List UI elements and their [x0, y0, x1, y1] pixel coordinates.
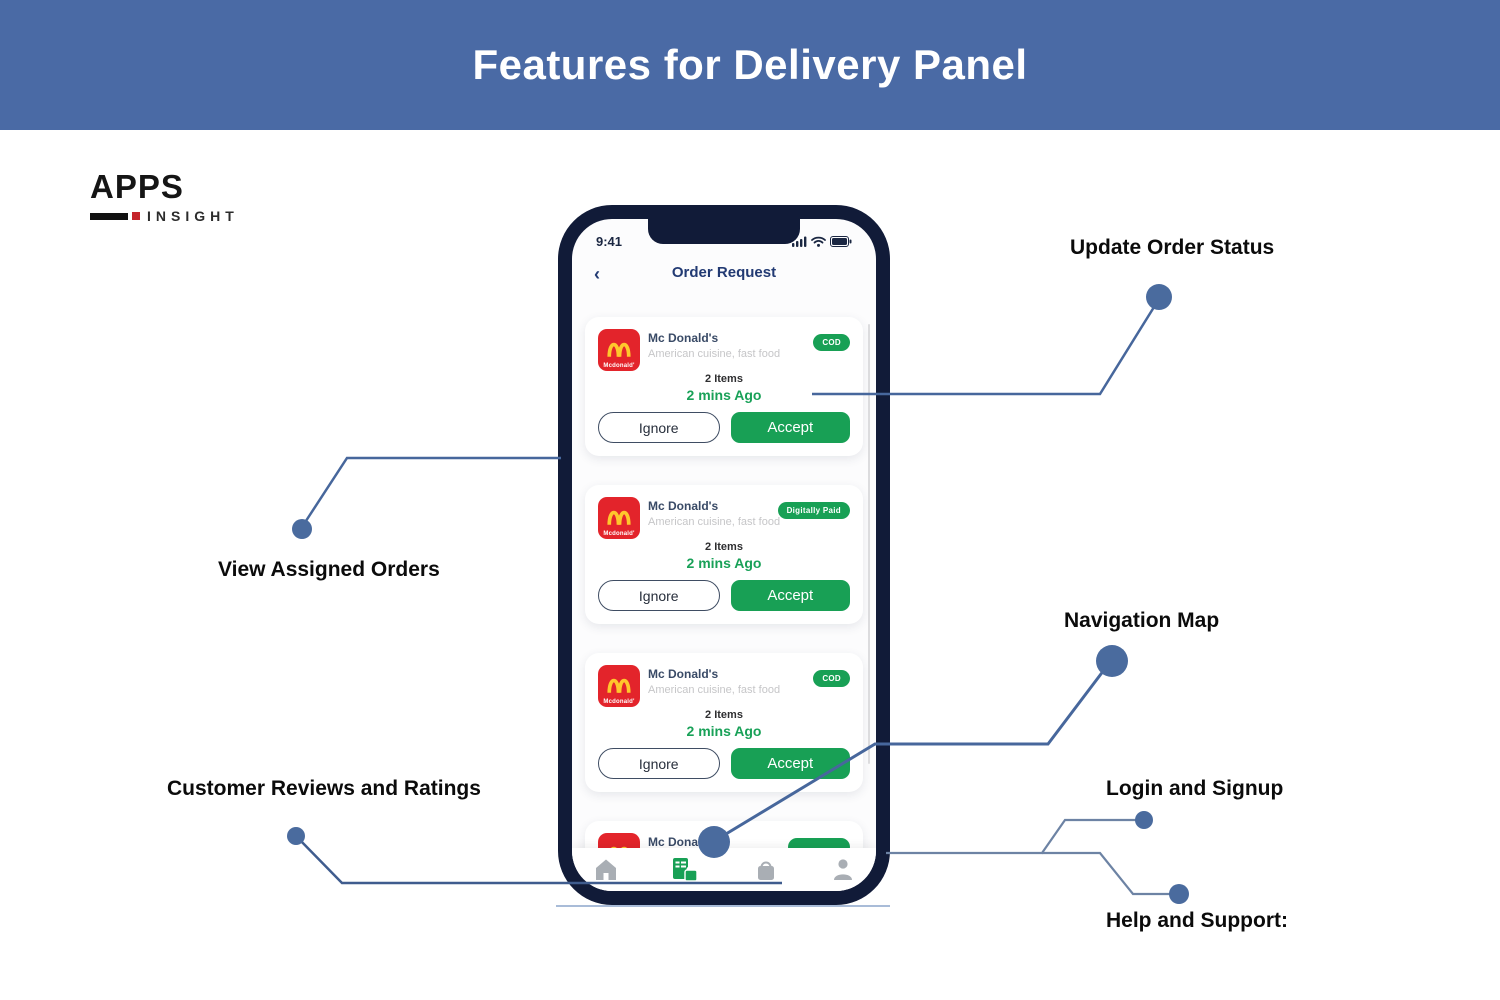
tab-bar — [572, 848, 876, 891]
restaurant-cuisine: American cuisine, fast food — [648, 684, 781, 696]
status-bar: 9:41 — [572, 219, 876, 249]
battery-icon — [830, 236, 852, 247]
mcdonalds-arches-icon — [607, 510, 631, 525]
restaurant-logo: Mcdonald' — [598, 665, 640, 707]
ignore-button[interactable]: Ignore — [598, 412, 720, 443]
order-card: Mcdonald' Mc Donald's American cuisine, … — [585, 653, 863, 792]
restaurant-name: Mc Donald's — [648, 499, 719, 513]
payment-badge: COD — [813, 334, 850, 351]
payment-badge: Digitally Paid — [777, 502, 850, 519]
payment-badge: COD — [813, 670, 850, 687]
phone-mockup: 9:41 — [558, 205, 890, 905]
ignore-button[interactable]: Ignore — [598, 580, 720, 611]
dot-login-signup — [1135, 811, 1153, 829]
accept-button[interactable]: Accept — [730, 748, 850, 779]
line-login-signup — [886, 818, 1137, 855]
back-chevron-icon[interactable]: ‹ — [594, 264, 600, 284]
dot-customer-reviews — [287, 827, 305, 845]
accept-button[interactable]: Accept — [730, 580, 850, 611]
items-count: 2 Items — [705, 541, 743, 553]
label-navigation-map: Navigation Map — [1064, 609, 1220, 632]
restaurant-name: Mc Donald's — [648, 835, 719, 849]
items-count: 2 Items — [705, 709, 743, 721]
dot-view-assigned-orders — [292, 519, 312, 539]
profile-icon[interactable] — [832, 858, 854, 881]
restaurant-name: Mc Donald's — [648, 667, 719, 681]
screen-header: ‹ Order Request — [572, 264, 876, 286]
orders-icon[interactable] — [672, 857, 699, 882]
order-list: Mcdonald' Mc Donald's American cuisine, … — [572, 317, 876, 881]
label-update-order-status: Update Order Status — [1070, 236, 1275, 259]
line-help-support — [1042, 851, 1171, 896]
dot-update-order-status — [1146, 284, 1172, 310]
time-ago: 2 mins Ago — [686, 387, 762, 403]
phone-notch — [648, 219, 800, 244]
apps-insight-logo: APPS INSIGHT — [90, 170, 239, 224]
label-customer-reviews: Customer Reviews and Ratings — [167, 777, 481, 800]
mcdonalds-arches-icon — [607, 678, 631, 693]
restaurant-cuisine: American cuisine, fast food — [648, 348, 781, 360]
accept-button[interactable]: Accept — [730, 412, 850, 443]
restaurant-logo-text: Mcdonald' — [603, 531, 635, 537]
restaurant-logo: Mcdonald' — [598, 497, 640, 539]
label-login-signup: Login and Signup — [1106, 777, 1284, 800]
screen-title: Order Request — [671, 264, 777, 281]
logo-text-insight: INSIGHT — [147, 208, 239, 224]
wifi-icon — [811, 236, 826, 247]
home-icon[interactable] — [594, 858, 618, 881]
restaurant-logo: Mcdonald' — [598, 329, 640, 371]
line-view-assigned-orders — [300, 456, 561, 528]
phone-screen: 9:41 — [572, 219, 876, 891]
scrollbar[interactable] — [868, 324, 870, 764]
logo-text-apps: APPS — [90, 168, 184, 205]
logo-red-square — [132, 212, 140, 220]
label-help-support: Help and Support: — [1106, 909, 1288, 932]
label-view-assigned-orders: View Assigned Orders — [218, 558, 440, 581]
dot-help-support — [1169, 884, 1189, 904]
items-count: 2 Items — [705, 373, 743, 385]
signal-icon — [792, 236, 807, 247]
restaurant-logo-text: Mcdonald' — [603, 363, 635, 369]
restaurant-logo-text: Mcdonald' — [603, 699, 635, 705]
restaurant-name: Mc Donald's — [648, 331, 719, 345]
status-time: 9:41 — [596, 234, 623, 249]
time-ago: 2 mins Ago — [686, 555, 762, 571]
ignore-button[interactable]: Ignore — [598, 748, 720, 779]
restaurant-cuisine: American cuisine, fast food — [648, 516, 781, 528]
header-band: Features for Delivery Panel — [0, 0, 1500, 130]
bag-icon[interactable] — [754, 858, 778, 882]
dot-navigation-map — [1096, 645, 1128, 677]
logo-bar — [90, 212, 128, 220]
order-card: Mcdonald' Mc Donald's American cuisine, … — [585, 317, 863, 456]
time-ago: 2 mins Ago — [686, 723, 762, 739]
order-card: Mcdonald' Mc Donald's American cuisine, … — [585, 485, 863, 624]
mcdonalds-arches-icon — [607, 342, 631, 357]
page-title: Features for Delivery Panel — [472, 41, 1028, 88]
